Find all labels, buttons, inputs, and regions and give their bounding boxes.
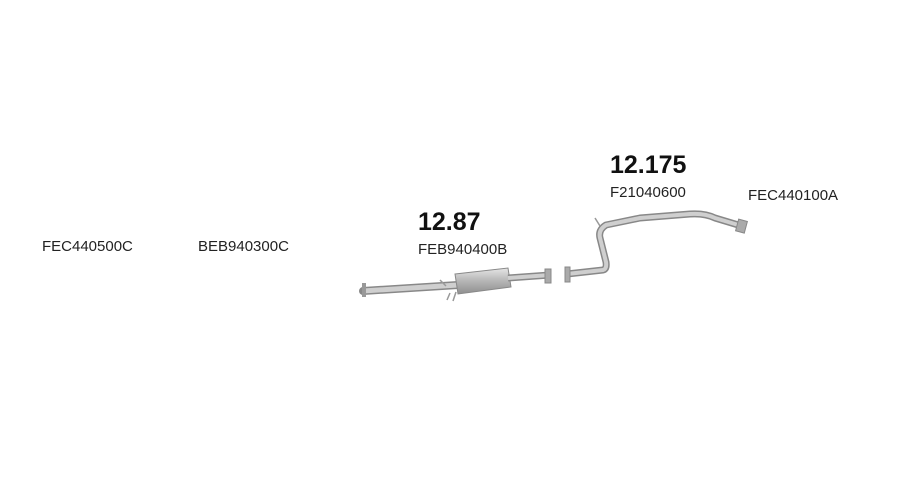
part-feb940400b-drawing[interactable] xyxy=(359,267,552,302)
part-f21040600-drawing[interactable] xyxy=(564,210,748,283)
part-code-feb940400b[interactable]: FEB940400B xyxy=(418,241,508,258)
part-ref-number: 12.87 xyxy=(418,208,481,236)
part-ref-number: 12.175 xyxy=(610,151,687,179)
part-code-f21040600[interactable]: F21040600 xyxy=(610,184,686,201)
part-code-beb940300c[interactable]: BEB940300C xyxy=(198,238,289,255)
part-code-fec440100a[interactable]: FEC440100A xyxy=(748,187,839,204)
part-code-fec440500c[interactable]: FEC440500C xyxy=(42,238,133,255)
